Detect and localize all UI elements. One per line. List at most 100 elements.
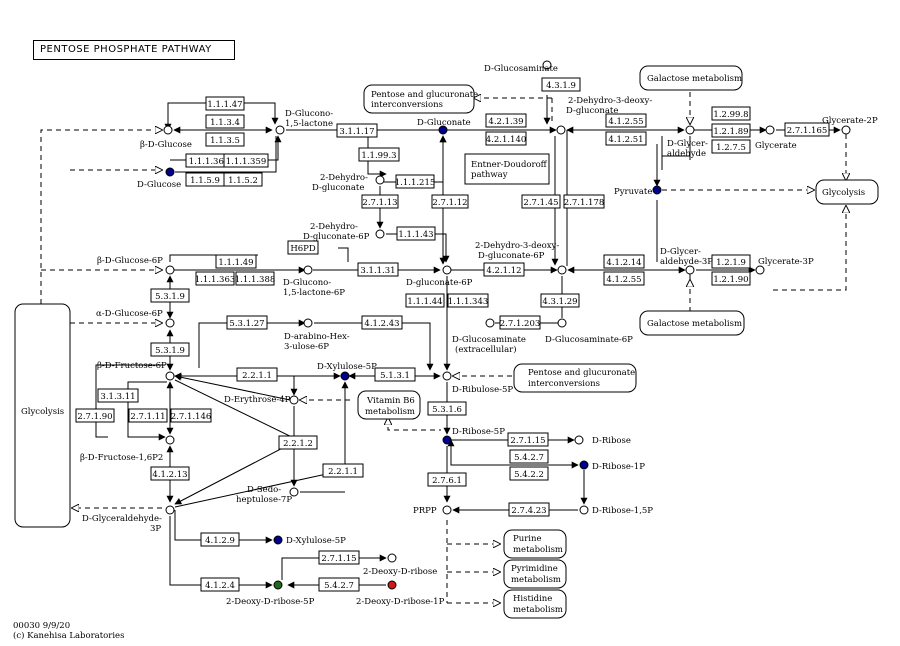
enzyme-rect[interactable] <box>223 153 269 168</box>
enzyme-rect[interactable] <box>509 466 549 481</box>
enzyme-box[interactable]: 2.7.1.90 <box>75 408 115 423</box>
compound-node[interactable] <box>273 535 283 545</box>
enzyme-box[interactable]: 2.7.1.146 <box>170 408 212 423</box>
compound-node[interactable] <box>579 505 589 515</box>
enzyme-box[interactable]: 1.1.1.43 <box>396 226 436 241</box>
enzyme-box[interactable]: 1.1.1.363 <box>195 271 236 286</box>
compound-node[interactable] <box>165 167 175 177</box>
enzyme-rect[interactable] <box>358 147 400 162</box>
enzyme-box[interactable]: 1.1.1.388 <box>235 271 276 286</box>
enzyme-rect[interactable] <box>150 342 190 357</box>
compound-node[interactable] <box>574 435 584 445</box>
enzyme-box[interactable]: 2.7.1.15 <box>318 550 360 565</box>
enzyme-rect[interactable] <box>405 293 445 308</box>
enzyme-box[interactable]: 5.1.3.1 <box>374 367 416 382</box>
compound-node[interactable] <box>841 125 851 135</box>
enzyme-boxes[interactable]: 1.1.1.471.1.3.41.1.3.51.1.1.3601.1.1.359… <box>75 77 830 592</box>
compound-node[interactable] <box>579 460 589 470</box>
enzyme-rect[interactable] <box>605 131 647 146</box>
enzyme-rect[interactable] <box>374 367 416 382</box>
enzyme-box[interactable]: 4.1.2.9 <box>200 532 240 547</box>
enzyme-box[interactable]: 2.7.1.15 <box>507 432 549 447</box>
enzyme-box[interactable]: 4.3.1.9 <box>541 77 581 92</box>
enzyme-rect[interactable] <box>322 463 364 478</box>
enzyme-rect[interactable] <box>427 472 467 487</box>
compound-node[interactable] <box>165 505 175 515</box>
enzyme-box[interactable]: 1.1.3.5 <box>205 132 245 147</box>
enzyme-rect[interactable] <box>711 106 751 121</box>
enzyme-box[interactable]: 5.4.2.7 <box>318 577 360 592</box>
enzyme-box[interactable]: 4.2.1.39 <box>485 113 527 128</box>
compound-node[interactable] <box>289 395 299 405</box>
enzyme-box[interactable]: 2.7.1.203 <box>499 315 541 330</box>
enzyme-rect[interactable] <box>318 577 360 592</box>
enzyme-rect[interactable] <box>563 194 605 209</box>
enzyme-box[interactable]: 1.2.99.8 <box>711 106 751 121</box>
enzyme-rect[interactable] <box>235 271 275 286</box>
enzyme-box[interactable]: 4.2.1.140 <box>485 131 527 146</box>
enzyme-box[interactable]: 1.2.7.5 <box>711 139 751 154</box>
enzyme-box[interactable]: 1.1.1.359 <box>223 153 269 168</box>
enzyme-rect[interactable] <box>427 401 467 416</box>
enzyme-box[interactable]: 1.1.5.2 <box>223 172 263 187</box>
enzyme-rect[interactable] <box>170 408 212 423</box>
enzyme-box[interactable]: 1.1.1.47 <box>205 96 245 111</box>
enzyme-box[interactable]: 4.3.1.29 <box>540 293 580 308</box>
compound-node[interactable] <box>387 553 397 563</box>
enzyme-rect[interactable] <box>336 123 378 138</box>
enzyme-rect[interactable] <box>521 194 561 209</box>
enzyme-rect[interactable] <box>200 577 240 592</box>
compound-node[interactable] <box>442 265 452 275</box>
enzyme-rect[interactable] <box>205 132 245 147</box>
enzyme-rect[interactable] <box>223 172 263 187</box>
enzyme-rect[interactable] <box>318 550 360 565</box>
enzyme-box[interactable]: 1.1.1.44 <box>405 293 445 308</box>
enzyme-rect[interactable] <box>361 194 399 209</box>
compound-node[interactable] <box>163 125 173 135</box>
compound-node[interactable] <box>303 318 313 328</box>
enzyme-box[interactable]: 4.1.2.51 <box>605 131 647 146</box>
compound-node[interactable] <box>557 318 567 328</box>
compound-node[interactable] <box>165 371 175 381</box>
enzyme-box[interactable]: 2.7.1.45 <box>521 194 561 209</box>
enzyme-box[interactable]: 5.4.2.2 <box>509 466 549 481</box>
enzyme-box[interactable]: 1.1.3.4 <box>205 114 245 129</box>
enzyme-box[interactable]: 5.3.1.9 <box>150 342 190 357</box>
enzyme-box[interactable]: 1.1.5.9 <box>185 172 225 187</box>
enzyme-box[interactable]: 2.7.6.1 <box>427 472 467 487</box>
enzyme-box[interactable]: 2.7.1.11 <box>128 408 168 423</box>
enzyme-rect[interactable] <box>287 240 319 255</box>
enzyme-rect[interactable] <box>278 435 318 450</box>
compound-node[interactable] <box>542 60 552 70</box>
enzyme-rect[interactable] <box>150 466 190 481</box>
compound-node[interactable] <box>685 265 695 275</box>
compound-node[interactable] <box>438 125 448 135</box>
compound-node[interactable] <box>165 265 175 275</box>
enzyme-box[interactable]: 2.2.1.2 <box>278 435 318 450</box>
compound-node[interactable] <box>755 265 765 275</box>
enzyme-rect[interactable] <box>483 262 525 277</box>
enzyme-rect[interactable] <box>711 271 751 286</box>
enzyme-box[interactable]: 5.3.1.27 <box>226 315 268 330</box>
compound-node[interactable] <box>165 318 175 328</box>
enzyme-rect[interactable] <box>200 532 240 547</box>
enzyme-box[interactable]: 3.1.3.11 <box>97 388 139 403</box>
compound-node[interactable] <box>289 487 299 497</box>
enzyme-rect[interactable] <box>226 315 268 330</box>
enzyme-box[interactable]: 2.7.1.178 <box>563 194 605 209</box>
compound-node[interactable] <box>275 125 285 135</box>
enzyme-rect[interactable] <box>361 315 403 330</box>
enzyme-box[interactable]: 4.1.2.4 <box>200 577 240 592</box>
enzyme-rect[interactable] <box>205 114 245 129</box>
enzyme-box[interactable]: 2.2.1.1 <box>322 463 364 478</box>
compound-nodes[interactable] <box>163 60 851 590</box>
enzyme-rect[interactable] <box>499 315 541 330</box>
enzyme-box[interactable]: 3.1.1.31 <box>357 262 399 277</box>
enzyme-box[interactable]: 4.1.2.55 <box>603 271 645 286</box>
enzyme-rect[interactable] <box>541 77 581 92</box>
enzyme-box[interactable]: 1.1.1.215 <box>395 174 436 189</box>
enzyme-rect[interactable] <box>395 174 435 189</box>
compound-node[interactable] <box>387 580 397 590</box>
compound-node[interactable] <box>375 229 385 239</box>
enzyme-box[interactable]: 2.7.1.13 <box>361 194 399 209</box>
